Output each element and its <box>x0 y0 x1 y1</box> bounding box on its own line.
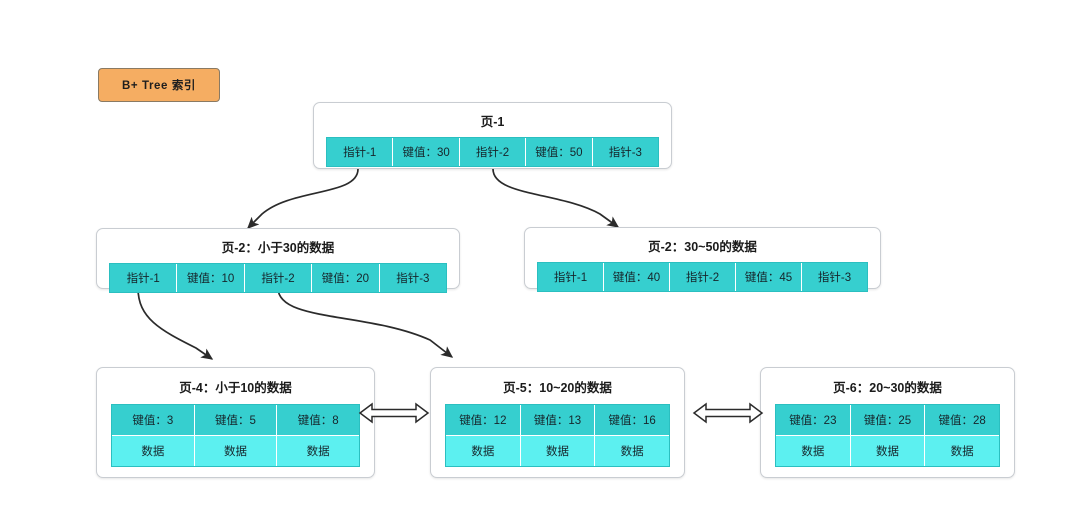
node-internal-right-cell-key-45[interactable]: 键值：45 <box>736 263 802 291</box>
node-leaf-left-key-2[interactable]: 键值：5 <box>194 405 278 435</box>
node-leaf-right-data-1[interactable]: 数据 <box>776 435 851 466</box>
node-internal-right-title: 页-2：30~50的数据 <box>648 240 757 254</box>
node-internal-left-cells: 指针-1 键值：10 指针-2 键值：20 指针-3 <box>109 263 447 293</box>
connector-root-to-internal-right <box>492 168 620 228</box>
node-root-cell-key-30[interactable]: 键值：30 <box>393 138 460 166</box>
node-leaf-mid-key-3[interactable]: 键值：16 <box>595 405 670 435</box>
node-leaf-right-data-row: 数据 数据 数据 <box>776 435 1000 466</box>
node-leaf-right-title: 页-6：20~30的数据 <box>833 381 942 395</box>
sibling-link-leaf-left-mid <box>358 402 430 424</box>
node-root-title: 页-1 <box>480 115 505 129</box>
node-leaf-mid-page-5[interactable]: 页-5：10~20的数据 键值：12 键值：13 键值：16 数据 数据 数据 <box>430 367 685 478</box>
node-leaf-right-key-3[interactable]: 键值：28 <box>925 405 1000 435</box>
node-internal-right-cell-key-40[interactable]: 键值：40 <box>604 263 670 291</box>
node-root-cell-pointer-1[interactable]: 指针-1 <box>327 138 394 166</box>
node-leaf-left-data-2[interactable]: 数据 <box>194 435 278 466</box>
connector-internal-left-to-leaf-mid <box>277 287 454 358</box>
legend-badge-label: B+ Tree 索引 <box>121 80 197 92</box>
node-root-page-1[interactable]: 页-1 指针-1 键值：30 指针-2 键值：50 指针-3 <box>313 102 672 169</box>
node-internal-left-cell-pointer-1[interactable]: 指针-1 <box>110 264 178 292</box>
legend-badge: B+ Tree 索引 <box>98 68 220 102</box>
node-leaf-right-key-row: 键值：23 键值：25 键值：28 <box>776 405 1000 435</box>
node-leaf-mid-key-2[interactable]: 键值：13 <box>520 405 596 435</box>
node-leaf-right-key-1[interactable]: 键值：23 <box>776 405 851 435</box>
node-leaf-left-page-4[interactable]: 页-4：小于10的数据 键值：3 键值：5 键值：8 数据 数据 数据 <box>96 367 375 478</box>
node-internal-right-page-2[interactable]: 页-2：30~50的数据 指针-1 键值：40 指针-2 键值：45 指针-3 <box>524 227 881 292</box>
node-leaf-mid-data-2[interactable]: 数据 <box>520 435 596 466</box>
node-internal-left-cell-pointer-2[interactable]: 指针-2 <box>244 264 313 292</box>
node-internal-left-title: 页-2：小于30的数据 <box>221 241 335 255</box>
node-leaf-right-page-6[interactable]: 页-6：20~30的数据 键值：23 键值：25 键值：28 数据 数据 数据 <box>760 367 1015 478</box>
node-leaf-mid-data-3[interactable]: 数据 <box>595 435 670 466</box>
node-root-cell-pointer-2[interactable]: 指针-2 <box>459 138 527 166</box>
node-leaf-left-data-row: 数据 数据 数据 <box>112 435 360 466</box>
node-leaf-right-data-3[interactable]: 数据 <box>925 435 1000 466</box>
node-leaf-right-grid: 键值：23 键值：25 键值：28 数据 数据 数据 <box>775 404 1000 467</box>
sibling-link-leaf-mid-right <box>692 402 764 424</box>
node-leaf-left-data-3[interactable]: 数据 <box>277 435 360 466</box>
node-leaf-left-key-1[interactable]: 键值：3 <box>112 405 195 435</box>
node-internal-right-cell-pointer-2[interactable]: 指针-2 <box>670 263 736 291</box>
node-root-cells: 指针-1 键值：30 指针-2 键值：50 指针-3 <box>326 137 659 167</box>
node-leaf-left-grid: 键值：3 键值：5 键值：8 数据 数据 数据 <box>111 404 360 467</box>
node-leaf-mid-data-row: 数据 数据 数据 <box>446 435 670 466</box>
node-root-cell-key-50[interactable]: 键值：50 <box>526 138 593 166</box>
node-leaf-left-key-3[interactable]: 键值：8 <box>277 405 360 435</box>
node-internal-right-cell-pointer-3[interactable]: 指针-3 <box>802 263 867 291</box>
node-internal-left-cell-key-10[interactable]: 键值：10 <box>177 264 245 292</box>
node-leaf-left-key-row: 键值：3 键值：5 键值：8 <box>112 405 360 435</box>
node-leaf-mid-key-row: 键值：12 键值：13 键值：16 <box>446 405 670 435</box>
node-leaf-left-data-1[interactable]: 数据 <box>112 435 195 466</box>
node-internal-left-page-2[interactable]: 页-2：小于30的数据 指针-1 键值：10 指针-2 键值：20 指针-3 <box>96 228 460 293</box>
node-leaf-mid-data-1[interactable]: 数据 <box>446 435 521 466</box>
node-root-cell-pointer-3[interactable]: 指针-3 <box>592 138 659 166</box>
node-leaf-right-key-2[interactable]: 键值：25 <box>850 405 926 435</box>
node-internal-right-cell-pointer-1[interactable]: 指针-1 <box>538 263 604 291</box>
node-internal-left-cell-pointer-3[interactable]: 指针-3 <box>379 264 447 292</box>
node-leaf-mid-title: 页-5：10~20的数据 <box>503 381 612 395</box>
connector-internal-left-to-leaf-left <box>137 287 214 360</box>
node-internal-left-cell-key-20[interactable]: 键值：20 <box>312 264 380 292</box>
node-internal-right-cells: 指针-1 键值：40 指针-2 键值：45 指针-3 <box>537 262 868 292</box>
connector-root-to-internal-left <box>247 168 359 229</box>
node-leaf-mid-key-1[interactable]: 键值：12 <box>446 405 521 435</box>
node-leaf-left-title: 页-4：小于10的数据 <box>179 381 292 395</box>
node-leaf-mid-grid: 键值：12 键值：13 键值：16 数据 数据 数据 <box>445 404 670 467</box>
node-leaf-right-data-2[interactable]: 数据 <box>850 435 926 466</box>
